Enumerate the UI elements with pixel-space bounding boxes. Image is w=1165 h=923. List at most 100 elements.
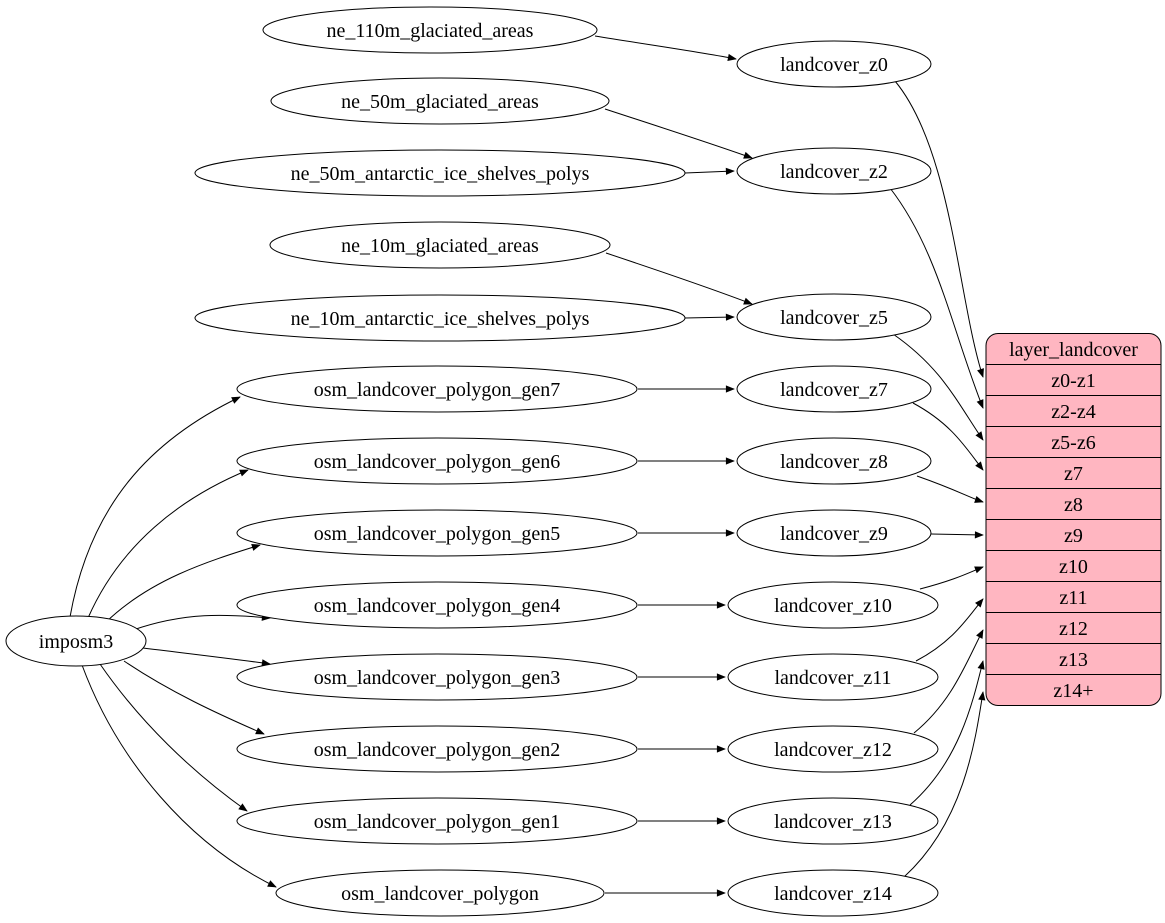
node-osm-landcover-polygon: osm_landcover_polygon xyxy=(275,869,605,917)
edge-z10-row xyxy=(919,566,984,590)
node-ne-10m-antarctic-ice-shelves-polys-label: ne_10m_antarctic_ice_shelves_polys xyxy=(291,308,590,330)
node-landcover-z10-label: landcover_z10 xyxy=(774,595,892,617)
node-osm-landcover-polygon-gen1-shape xyxy=(236,797,638,845)
node-imposm3: imposm3 xyxy=(5,615,147,667)
node-ne-10m-glaciated-areas-label: ne_10m_glaciated_areas xyxy=(341,235,539,257)
node-osm-landcover-polygon-shape xyxy=(275,869,605,917)
node-landcover-z13-label: landcover_z13 xyxy=(774,811,892,833)
edge-group-imposm3 xyxy=(69,396,277,888)
edge-ne110m-z0 xyxy=(594,35,737,61)
node-osm-landcover-polygon-gen7-shape xyxy=(236,365,638,413)
edge-group-table xyxy=(889,80,986,878)
node-osm-landcover-polygon-gen7-label: osm_landcover_polygon_gen7 xyxy=(314,379,561,401)
node-ne-50m-glaciated-areas-shape xyxy=(270,77,610,125)
edge-group-sources xyxy=(594,35,753,897)
node-ne-50m-antarctic-ice-shelves-polys: ne_50m_antarctic_ice_shelves_polys xyxy=(194,149,686,197)
node-landcover-z9-shape xyxy=(736,509,932,557)
node-landcover-z10: landcover_z10 xyxy=(727,581,939,629)
edge-z11-row xyxy=(915,598,984,662)
edge-imposm3-gen6 xyxy=(87,469,249,619)
node-osm-landcover-polygon-gen6-shape xyxy=(236,437,638,485)
edge-imposm3-gen2 xyxy=(123,660,265,735)
node-osm-landcover-polygon-gen4-label: osm_landcover_polygon_gen4 xyxy=(314,595,561,617)
table-row-label: z14+ xyxy=(1053,680,1093,702)
edge-z8-row xyxy=(916,475,984,503)
node-osm-landcover-polygon-gen2-label: osm_landcover_polygon_gen2 xyxy=(314,739,561,761)
node-landcover-z2-label: landcover_z2 xyxy=(780,161,888,183)
node-landcover-z7: landcover_z7 xyxy=(736,365,932,413)
node-ne-110m-glaciated-areas: ne_110m_glaciated_areas xyxy=(262,6,598,54)
table-row-label: z9 xyxy=(1064,525,1083,547)
node-ne-10m-antarctic-ice-shelves-polys: ne_10m_antarctic_ice_shelves_polys xyxy=(194,294,686,342)
node-landcover-z7-label: landcover_z7 xyxy=(780,379,888,401)
node-ne-50m-glaciated-areas-label: ne_50m_glaciated_areas xyxy=(341,91,539,113)
edge-z9-row xyxy=(930,531,984,539)
table-row-label: z12 xyxy=(1059,618,1088,640)
node-landcover-z10-shape xyxy=(727,581,939,629)
node-ne-50m-antarctic-ice-shelves-polys-shape xyxy=(194,149,686,197)
node-landcover-z11-shape xyxy=(727,653,939,701)
node-ne-10m-glaciated-areas-shape xyxy=(269,221,611,269)
node-landcover-z5: landcover_z5 xyxy=(736,293,932,341)
edge-z2-row xyxy=(889,187,984,409)
table-row-label: z5-z6 xyxy=(1051,432,1095,454)
node-osm-landcover-polygon-gen3: osm_landcover_polygon_gen3 xyxy=(236,653,638,701)
edge-z14-row xyxy=(903,691,986,878)
node-landcover-z14: landcover_z14 xyxy=(727,869,939,917)
node-landcover-z14-shape xyxy=(727,869,939,917)
table-row-label: z8 xyxy=(1064,494,1083,516)
node-landcover-z0-shape xyxy=(736,40,932,88)
node-osm-landcover-polygon-gen4: osm_landcover_polygon_gen4 xyxy=(236,581,638,629)
node-landcover-z2: landcover_z2 xyxy=(736,147,932,195)
node-osm-landcover-polygon-gen4-shape xyxy=(236,581,638,629)
edge-z0-row xyxy=(894,80,984,378)
edge-z7-row xyxy=(912,402,984,471)
node-osm-landcover-polygon-gen2: osm_landcover_polygon_gen2 xyxy=(236,725,638,773)
node-osm-landcover-polygon-gen5-label: osm_landcover_polygon_gen5 xyxy=(314,523,561,545)
node-landcover-z7-shape xyxy=(736,365,932,413)
edge-imposm3-polygon xyxy=(81,664,277,888)
table-layer-landcover: layer_landcover z0-z1 z2-z4 z5-z6 z7 z8 … xyxy=(985,333,1162,706)
node-landcover-z0-label: landcover_z0 xyxy=(780,54,888,76)
node-ne-10m-antarctic-ice-shelves-polys-shape xyxy=(194,294,686,342)
node-landcover-z8-label: landcover_z8 xyxy=(780,451,888,473)
node-osm-landcover-polygon-gen3-shape xyxy=(236,653,638,701)
node-landcover-z11-label: landcover_z11 xyxy=(775,667,892,689)
node-imposm3-label: imposm3 xyxy=(39,631,113,653)
node-landcover-z13: landcover_z13 xyxy=(727,797,939,845)
node-osm-landcover-polygon-gen5-shape xyxy=(236,509,638,557)
node-osm-landcover-polygon-gen7: osm_landcover_polygon_gen7 xyxy=(236,365,638,413)
node-ne-110m-glaciated-areas-shape xyxy=(262,6,598,54)
node-landcover-z11: landcover_z11 xyxy=(727,653,939,701)
edge-z12-row xyxy=(913,629,984,734)
node-landcover-z12-shape xyxy=(727,725,939,773)
edge-z13-row xyxy=(909,660,985,806)
edge-ne10m-antarctic-z5 xyxy=(684,313,735,321)
table-row-label: z13 xyxy=(1059,649,1088,671)
node-osm-landcover-polygon-gen5: osm_landcover_polygon_gen5 xyxy=(236,509,638,557)
node-landcover-z12-label: landcover_z12 xyxy=(774,739,892,761)
node-landcover-z12: landcover_z12 xyxy=(727,725,939,773)
table-row-label: z2-z4 xyxy=(1051,401,1095,423)
edge-ne50m-antarctic-z2 xyxy=(684,167,735,175)
node-landcover-z2-shape xyxy=(736,147,932,195)
node-landcover-z8-shape xyxy=(736,437,932,485)
node-ne-110m-glaciated-areas-label: ne_110m_glaciated_areas xyxy=(327,20,534,42)
edge-ne10m-glaciated-z5 xyxy=(605,252,753,305)
table-row-label: z10 xyxy=(1059,556,1088,578)
edge-imposm3-gen1 xyxy=(99,663,248,812)
edge-ne50m-glaciated-z2 xyxy=(604,108,753,159)
edge-imposm3-gen3 xyxy=(142,647,271,667)
node-osm-landcover-polygon-gen6-label: osm_landcover_polygon_gen6 xyxy=(314,451,561,473)
edge-imposm3-gen4 xyxy=(132,613,271,631)
node-landcover-z8: landcover_z8 xyxy=(736,437,932,485)
node-landcover-z5-shape xyxy=(736,293,932,341)
edge-z5-row xyxy=(892,333,984,441)
node-landcover-z9: landcover_z9 xyxy=(736,509,932,557)
node-osm-landcover-polygon-gen2-shape xyxy=(236,725,638,773)
table-header-label: layer_landcover xyxy=(1009,339,1138,361)
node-landcover-z13-shape xyxy=(727,797,939,845)
node-osm-landcover-polygon-gen3-label: osm_landcover_polygon_gen3 xyxy=(314,667,561,689)
